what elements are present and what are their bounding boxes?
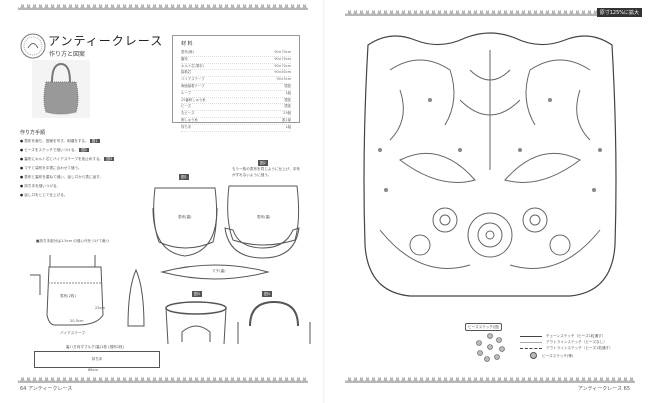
material-row: 表布(麻)90×70cm xyxy=(181,50,291,57)
assembly-diagram-top xyxy=(152,185,300,259)
scale-badge: 原寸125%に拡大 xyxy=(596,8,642,17)
fig1-body-label: 表布(裏) xyxy=(178,215,192,219)
page-footer-left: 64 アンティークレース xyxy=(20,386,73,392)
binding-label: バイアステープ xyxy=(60,331,85,335)
fig3-tag: 図3 xyxy=(192,291,202,297)
material-row: 刺しゅう糸各1束 xyxy=(181,118,291,125)
bead-stitch-diagram xyxy=(476,333,505,362)
gusset-label: マチ(裏) xyxy=(212,269,226,273)
material-row: 両面接着テープ適宜 xyxy=(181,84,291,91)
materials-heading: 材 料 xyxy=(181,41,193,47)
legend-item-outline: アウトラインステッチ（ビーズなし） xyxy=(520,339,613,345)
right-page: 原寸125%に拡大 ビーズステッチ(図) チェーンステッチ（ビーズ1粒通す） ア… xyxy=(325,0,650,403)
top-border-ornament xyxy=(345,10,605,16)
bag-photo xyxy=(32,60,90,118)
page-title: アンティークレース xyxy=(48,34,164,48)
strip-note: 裏ハ方向ダブルグ(裏)1枚 (縫布2枚) xyxy=(66,345,125,349)
step-item: ● 返し口をとじて仕上げる。 xyxy=(20,193,68,197)
fig2-note: もう一枚の表布を同じように仕上げ、中布がずれないように縫う。 xyxy=(232,167,300,177)
step-item: ● マチと袋布を中表に合わせて縫う。 xyxy=(20,166,82,170)
embroidery-pattern xyxy=(363,32,617,297)
fig4-tag: 図4 xyxy=(262,291,272,297)
top-border-ornament xyxy=(18,4,308,10)
logo-emblem-icon xyxy=(20,33,46,59)
height-dimension: 23cm xyxy=(95,306,106,310)
assembly-diagram-bottom xyxy=(165,300,311,345)
legend-item-outline-bead: アウトラインステッチ（ビーズ1粒通す） xyxy=(520,345,613,351)
legend-title: ビーズステッチ(図) xyxy=(465,323,503,331)
steps-heading: 作り方手順 xyxy=(20,130,46,136)
stitch-legend: チェーンステッチ（ビーズ1粒通す） アウトラインステッチ（ビーズなし） アウトラ… xyxy=(520,333,613,360)
bag-body-label: 表布(2枚) xyxy=(60,294,76,298)
bag-pattern-diagram xyxy=(30,255,104,326)
legend-item-chain: チェーンステッチ（ビーズ1粒通す） xyxy=(520,333,613,339)
material-row: ビーズ適宜 xyxy=(181,104,291,112)
fig2-body-label: 表布(裏) xyxy=(257,215,271,219)
step-item: ● 表布と裏布を重ねて縫い、返し口から表に返す。 xyxy=(20,175,103,179)
fig2-tag: 図2 xyxy=(258,160,268,166)
step-item: ● ビーズをステッチで縫いつける。 図2 xyxy=(20,148,90,152)
bottom-border-ornament xyxy=(345,377,635,383)
handle-strip-diagram: 持ち手 xyxy=(34,351,160,368)
diagram-note: ■持ち手部分は1.5cm の縫い代をつけて裁つ xyxy=(36,239,110,243)
step-item: ● 持ち手を縫いつける。 xyxy=(20,184,61,188)
width-dimension: 20.5cm xyxy=(70,319,84,323)
step-item: ● 裏布にキルト芯とバイアステープを仮止めする。 図3 xyxy=(20,157,115,161)
page-subtitle: 作り方と図案 xyxy=(49,51,86,58)
handle-pattern-diagram xyxy=(127,268,145,327)
page-footer-right: アンティークレース 65 xyxy=(577,386,630,392)
strip-dimension: 86cm xyxy=(88,368,99,372)
material-row: キルト芯(薄手)90×70cm xyxy=(181,64,291,71)
step-item: ● 表布を裁ち、図案を写す。刺繍をする。 図1 xyxy=(20,139,100,143)
fig1-tag: 図1 xyxy=(179,174,189,180)
gusset-diagram xyxy=(160,264,270,280)
material-row: 25番刺しゅう糸適宜 xyxy=(181,98,291,105)
bottom-border-ornament xyxy=(18,377,308,383)
legend-item-bead: ビーズステッチ(等) xyxy=(530,351,613,360)
strip-label: 持ち手 xyxy=(91,357,103,361)
steps-list: ● 表布を裁ち、図案を写す。刺繍をする。 図1 ● ビーズをステッチで縫いつける。… xyxy=(20,137,145,200)
